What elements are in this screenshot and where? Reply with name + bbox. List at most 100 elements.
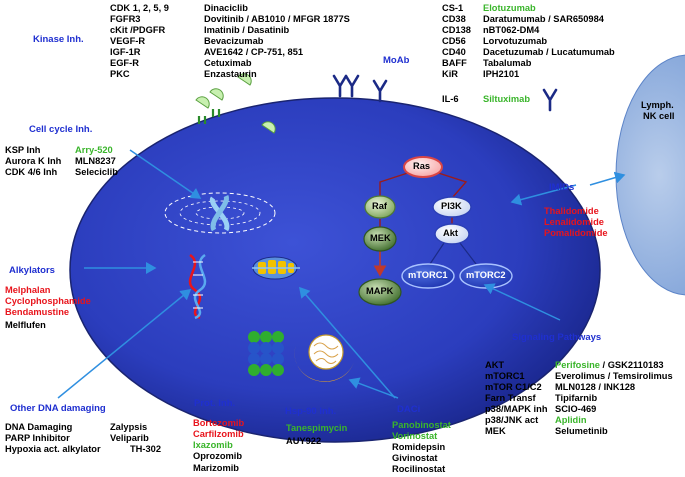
moab-drug: IPH2101 [483,69,520,79]
perifosine: Perifosine [555,360,600,370]
raf-node [364,195,396,219]
moab-target: CD40 [442,47,466,57]
akt-to-mtorc1-connector [429,242,445,265]
ras-label: Ras [413,161,431,171]
prot-drug: Bortezomib [193,418,245,428]
aggresome-icon [294,334,354,382]
moab-target: IL-6 [442,94,459,104]
moab-drug: Lorvotuzumab [483,36,548,46]
kinase-drug: Enzastaurin [204,69,257,79]
kinase-target: IGF-1R [110,47,141,57]
daci-drug: Vorinostat [392,431,438,441]
akt-to-mtorc2-connector [459,242,477,265]
cell-cycle-target: CDK 4/6 Inh [5,167,58,177]
kinase-heading: Kinase Inh. [33,34,84,45]
myeloma-cell [69,97,601,443]
nucleus-icon [164,192,276,234]
prot-drug: Ixazomib [193,440,233,450]
mek-node [363,226,397,252]
kinase-target: CDK 1, 2, 5, 9 [110,3,169,13]
moab-target: CD56 [442,36,466,46]
ras-node [403,156,443,178]
hsp90-heading: Hsp-90 Inh. [285,406,337,417]
prot-drug: Marizomib [193,463,239,473]
moab-drug: Dacetuzumab / Lucatumumab [483,47,615,57]
gsk2110183: / GSK2110183 [599,360,664,370]
signaling-drug: MLN0128 / INK128 [555,382,636,392]
kinase-drug: Cetuximab [204,58,252,68]
moab-target: BAFF [442,58,467,68]
ligand-icons [195,73,276,134]
imid-drug: Lenalidomide [544,217,604,227]
signaling-target: AKT [485,360,505,370]
daci-drug: Panobinostat [392,420,451,430]
moab-target: CD138 [442,25,471,35]
moab-target: CS-1 [442,3,464,13]
raf-label: Raf [372,201,387,211]
other-dna-target: DNA Damaging [5,422,73,432]
kinase-drug: Dinaciclib [204,3,248,13]
cell-cycle-heading: Cell cycle Inh. [29,124,93,135]
moab-heading: MoAb [383,55,410,66]
signaling-target: mTOR C1/C2 [485,382,542,392]
kinase-target: EGF-R [110,58,139,68]
moab-drug: nBT062-DM4 [483,25,540,35]
signaling-target: MEK [485,426,506,436]
kinase-target: VEGF-R [110,36,146,46]
antibody-icons [332,74,558,112]
prot-drug: Oprozomib [193,451,243,461]
signaling-heading: Signaling Pathways [512,332,602,343]
kinase-drug: Bevacizumab [204,36,264,46]
drug-target-arrows [57,149,626,399]
imids-heading: IMIDs [549,182,575,193]
nk-cell [615,54,685,296]
alkylators-heading: Alkylators [9,265,55,276]
daci-heading: DACi [397,404,421,415]
mtorc1-label: mTORC1 [408,270,448,280]
kinase-drug: Dovitinib / AB1010 / MFGR 1877S [204,14,350,24]
daci-drug: Rocilinostat [392,464,446,474]
signaling-target: mTORC1 [485,371,525,381]
other-dna-target: PARP Inhibitor [5,433,70,443]
signaling-drug: Selumetinib [555,426,608,436]
other-dna-drug: Zalypsis [110,422,148,432]
other-dna-heading: Other DNA damaging [10,403,106,414]
receptor-kinase-icons [197,109,221,124]
alkylator-drug: Cyclophosphamide [5,296,91,306]
prot-drug: Carfilzomib [193,429,244,439]
akt-node [434,223,470,245]
alkylator-drug: Melphalan [5,285,51,295]
mapk-node [358,278,402,306]
hsp90-drug: AUY922 [286,436,322,446]
signaling-drug: SCIO-469 [555,404,597,414]
moab-drug: Tabalumab [483,58,532,68]
kinase-target: FGFR3 [110,14,141,24]
proteasome-icon [248,331,284,376]
cell-cycle-drug: Seleciclib [75,167,118,177]
kinase-target: cKit /PDGFR [110,25,166,35]
pi3k-label: PI3K [441,201,462,211]
mapk-label: MAPK [366,286,394,296]
imid-drug: Pomalidomide [544,228,608,238]
kinase-drug: AVE1642 / CP-751, 851 [204,47,304,57]
mtorc1-node [401,263,455,289]
moab-drug: Siltuximab [483,94,531,104]
imid-drug: Thalidomide [544,206,599,216]
cell-cycle-target: KSP Inh [5,145,41,155]
cell-cycle-drug: Arry-520 [75,145,113,155]
cell-cycle-target: Aurora K Inh [5,156,62,166]
daci-drug: Romidepsin [392,442,446,452]
prot-heading: Prot. Inh. [194,398,236,409]
signaling-target: p38/JNK act [485,415,539,425]
mek-label: MEK [370,233,391,243]
alkylator-drug: Bendamustine [5,307,70,317]
signaling-drug: Perifosine / GSK2110183 [555,360,664,371]
daci-drug: Givinostat [392,453,438,463]
moab-drug: Elotuzumab [483,3,536,13]
signaling-target: p38/MAPK inh [485,404,548,414]
mtorc2-label: mTORC2 [466,270,506,280]
other-dna-target: Hypoxia act. alkylator [5,444,101,454]
moab-target: KiR [442,69,459,79]
hsp90-drug: Tanespimycin [286,423,348,433]
